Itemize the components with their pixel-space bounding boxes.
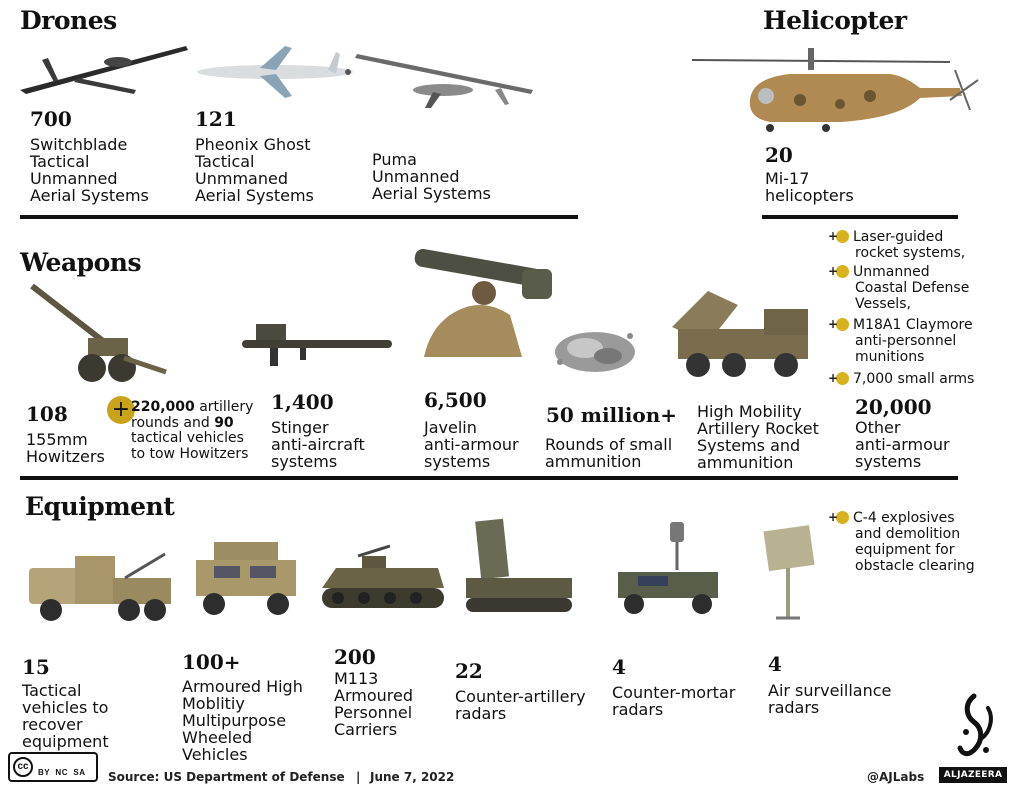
section-title-equipment: Equipment	[25, 492, 175, 521]
source-credit: Source: US Department of Defense	[108, 770, 345, 784]
creative-commons-badge[interactable]: cc BY NC SA	[8, 752, 98, 782]
air-surveillance-radar-image	[763, 525, 815, 620]
humvee-image	[196, 542, 296, 615]
weapon-count-javelin: 6,500	[424, 388, 487, 412]
plus-icon: +	[828, 372, 849, 385]
bullet-small-arms: +7,000 small arms	[827, 371, 975, 387]
counter-mortar-radar-image	[618, 522, 718, 614]
phoenix-ghost-drone-image	[197, 46, 353, 98]
stinger-image	[242, 324, 392, 366]
drone-count-switchblade: 700	[30, 107, 72, 131]
recovery-truck-image	[29, 552, 171, 621]
section-title-helicopter: Helicopter	[763, 6, 907, 35]
equipment-count-counter-artillery: 22	[455, 659, 483, 683]
drone-count-phoenix-ghost: 121	[195, 107, 237, 131]
divider-weapons	[20, 476, 958, 480]
publish-date: June 7, 2022	[370, 770, 455, 784]
aljazeera-logo-icon	[957, 693, 993, 757]
footer-separator: |	[356, 770, 361, 784]
aljazeera-wordmark: ALJAZEERA	[939, 767, 1007, 783]
equipment-count-recovery-vehicles: 15	[22, 655, 50, 679]
artillery-rounds-note: 220,000 artillery rounds and 90 tactical…	[131, 399, 254, 462]
m113-carrier-image	[322, 544, 444, 608]
equipment-count-humvees: 100+	[182, 650, 241, 674]
equipment-count-counter-mortar: 4	[612, 655, 626, 679]
ammunition-image	[555, 332, 635, 372]
cc-icon: cc	[13, 757, 33, 777]
equipment-count-air-surveillance: 4	[768, 652, 782, 676]
weapon-count-other-anti-armour: 20,000	[855, 395, 932, 419]
plus-icon: +	[828, 230, 849, 243]
divider-drones	[20, 215, 578, 219]
weapon-count-ammunition: 50 million+	[546, 403, 677, 427]
weapon-count-howitzers: 108	[26, 402, 68, 426]
section-title-weapons: Weapons	[20, 248, 142, 277]
plus-icon: +	[828, 318, 849, 331]
himars-image	[672, 291, 808, 377]
cc-license-terms: BY NC SA	[38, 768, 86, 777]
howitzer-image	[30, 283, 167, 382]
plus-icon: +	[828, 265, 849, 278]
divider-helicopter	[762, 215, 958, 219]
puma-drone-image	[355, 54, 533, 108]
aj-labs-handle[interactable]: @AJLabs	[867, 770, 925, 784]
section-title-drones: Drones	[20, 6, 117, 35]
helicopter-count: 20	[765, 143, 793, 167]
weapon-count-stinger: 1,400	[271, 390, 334, 414]
plus-icon: +	[828, 511, 849, 524]
javelin-soldier-image	[414, 248, 552, 357]
equipment-count-m113: 200	[334, 645, 376, 669]
mi17-helicopter-image	[691, 48, 979, 132]
switchblade-drone-image	[20, 46, 188, 94]
plus-icon: +	[107, 396, 135, 424]
counter-artillery-radar-image	[466, 518, 572, 612]
